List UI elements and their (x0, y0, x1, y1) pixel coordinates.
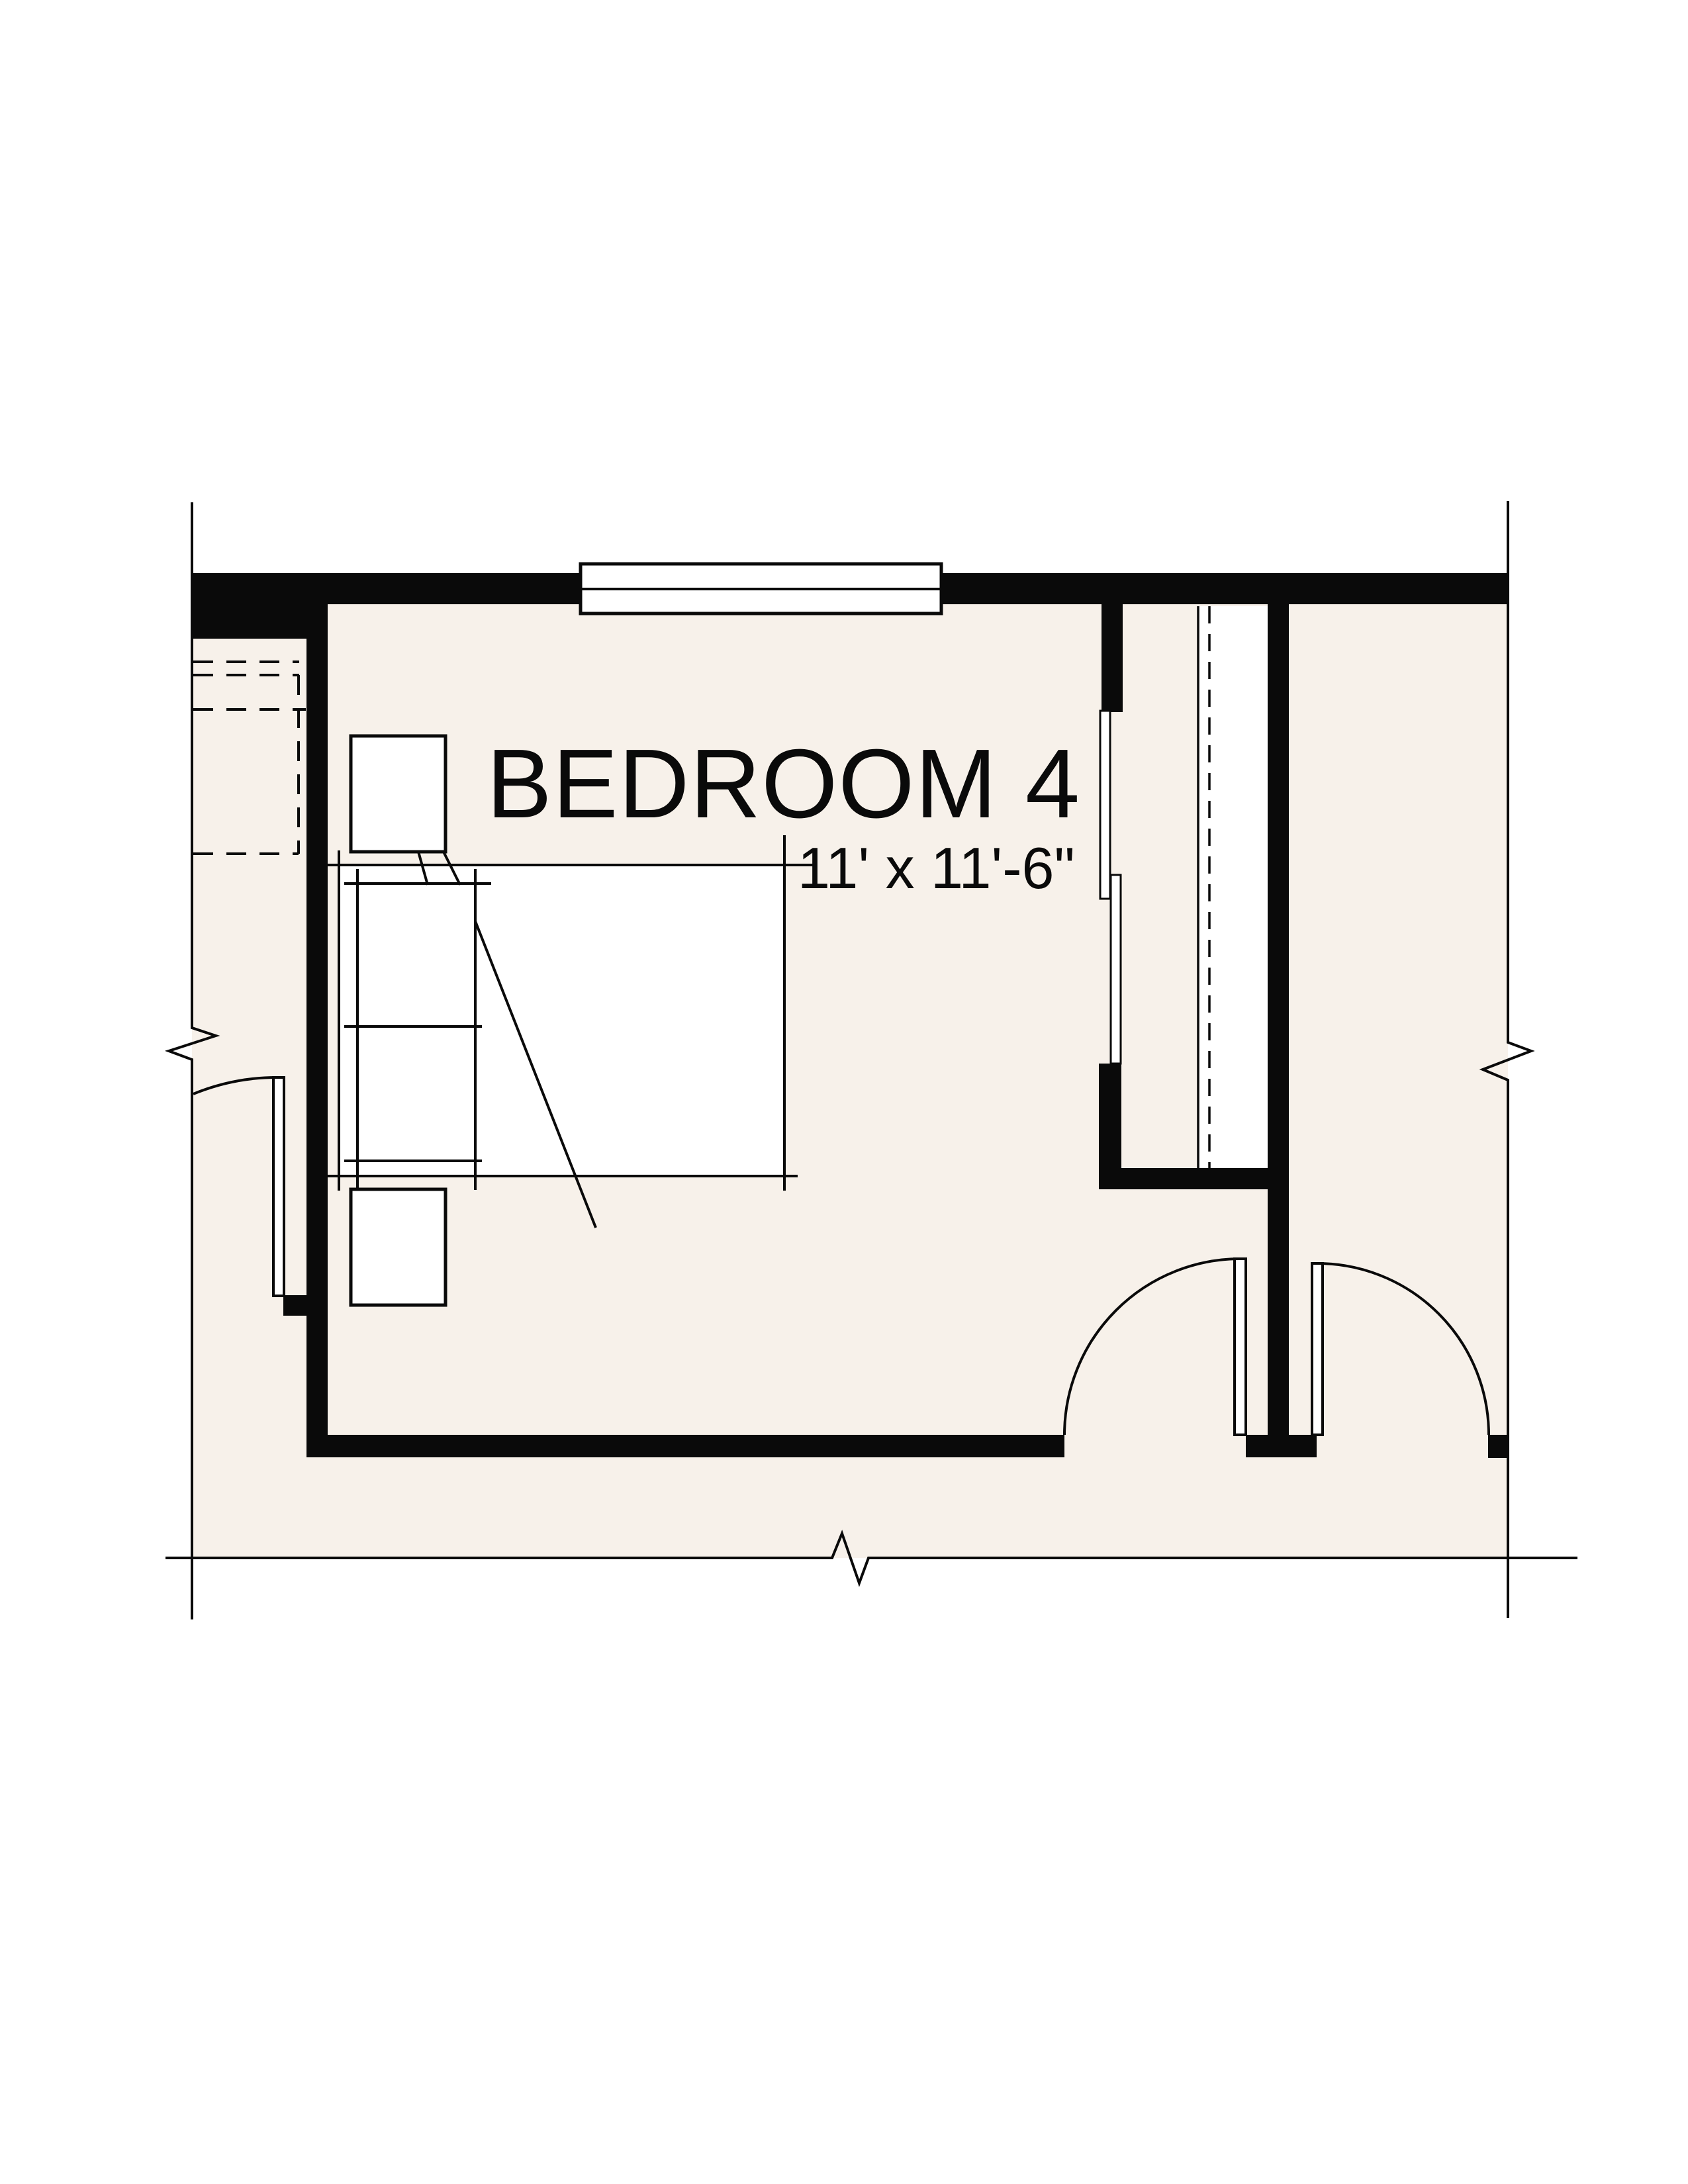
closet-bipass-door-panel-lower (1109, 874, 1122, 1065)
wall-center-right (1268, 604, 1289, 1435)
nightstand-lower (349, 1187, 447, 1307)
door-leaf-bottom-left (1233, 1257, 1247, 1436)
wall-closet-horizontal (1099, 1168, 1268, 1189)
wall-left-door-stub (283, 1295, 306, 1316)
door-leaf-neighbor-left (272, 1076, 285, 1297)
door-swing-arc-bottom-left (1063, 1257, 1241, 1435)
boundary-line-right-with-break (1479, 501, 1535, 1618)
window-group (579, 562, 943, 615)
nightstand-bed-connector-2 (442, 851, 461, 886)
boundary-lines-group (164, 501, 1577, 1619)
bed-mattress-fill (339, 865, 784, 1176)
bed-outline (326, 835, 816, 1228)
closet-bipass-door-panel-upper (1099, 709, 1111, 900)
wall-bottom-right-stub (1488, 1435, 1509, 1458)
wall-left (306, 573, 328, 1457)
door-swing-arc-bottom-right (1317, 1262, 1490, 1435)
bed-group (326, 734, 816, 1307)
boundary-line-left-with-break (164, 502, 220, 1619)
closet-group (1099, 606, 1268, 1168)
wall-top-left-corner-chunk (192, 573, 306, 639)
nightstand-bed-connector-1 (417, 851, 429, 886)
boundary-line-bottom-with-break (165, 1529, 1577, 1587)
wall-bottom-left-segment (306, 1435, 1064, 1457)
door-swing-arc-neighbor-left (193, 1075, 279, 1095)
doors-group (193, 1075, 1490, 1436)
walls-group (192, 573, 1509, 1458)
door-leaf-bottom-right (1311, 1262, 1324, 1436)
dashed-wardrobe-group (193, 660, 306, 855)
room-dimensions-label: 11' x 11'-6" (798, 835, 1075, 901)
wall-bottom-center-segment (1246, 1435, 1317, 1457)
room-name-label: BEDROOM 4 (487, 729, 1080, 839)
nightstand-upper (349, 734, 447, 854)
wall-closet-top-stub (1102, 604, 1123, 712)
blanket-fold-diagonal (474, 921, 597, 1228)
